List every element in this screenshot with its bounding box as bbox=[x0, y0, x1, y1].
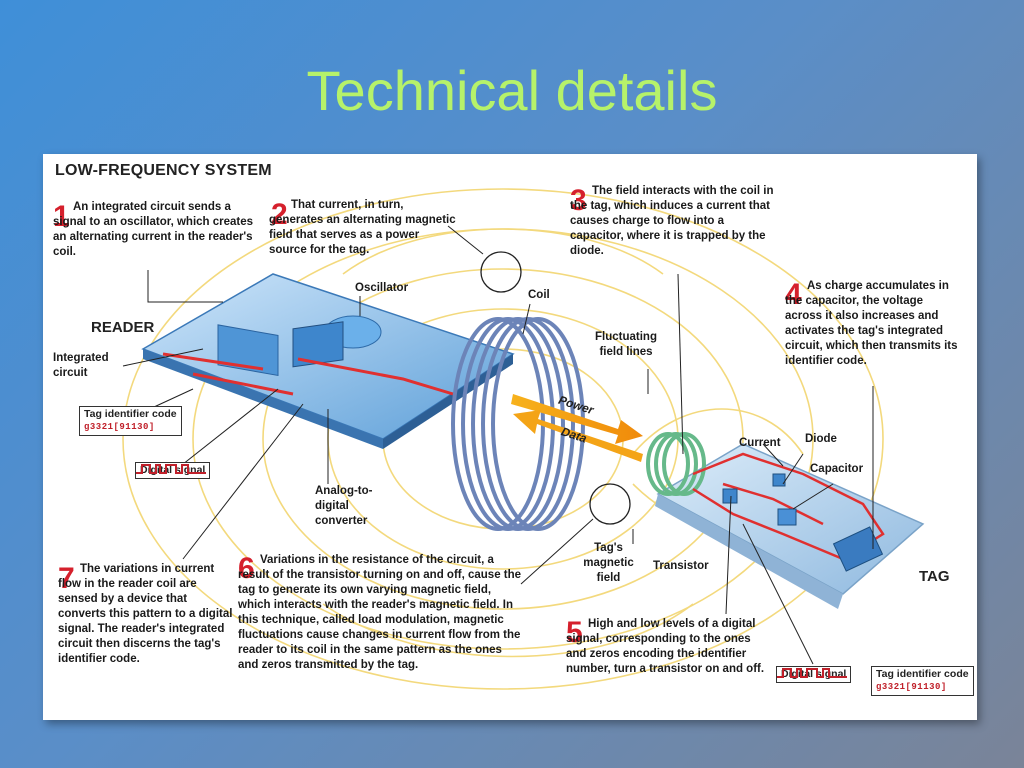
tag-digital-signal-wave bbox=[777, 668, 847, 678]
diagram-panel: LOW-FREQUENCY SYSTEM 1 An integrated cir… bbox=[43, 154, 977, 720]
oscillator-label: Oscillator bbox=[355, 282, 409, 294]
coil-label: Coil bbox=[528, 289, 550, 301]
analog-to-digital-label: Analog-to-digital converter bbox=[315, 485, 373, 527]
reader-board bbox=[141, 273, 515, 449]
diode-label: Diode bbox=[805, 433, 837, 445]
integrated-circuit-label: Integrated circuit bbox=[53, 352, 109, 379]
slide-title: Technical details bbox=[306, 59, 718, 122]
reader-digital-signal-box: Digital signal bbox=[135, 462, 211, 479]
step-2-number: 2 bbox=[271, 198, 288, 231]
step-7-text: The variations in current flow in the re… bbox=[58, 563, 233, 665]
step-1-number: 1 bbox=[53, 200, 70, 233]
power-data-arrows bbox=[511, 394, 643, 462]
fluctuating-field-lines-label: Fluctuating field lines bbox=[595, 331, 657, 358]
reader-tag-identifier-title: Tag identifier code bbox=[84, 408, 177, 420]
diagram-artwork bbox=[122, 188, 925, 690]
step-2-text: That current, in turn, generates an alte… bbox=[269, 199, 456, 256]
capacitor-label: Capacitor bbox=[810, 463, 864, 475]
step-3-text: The field interacts with the coil in the… bbox=[570, 185, 774, 257]
step-5-text: High and low levels of a digital signal,… bbox=[566, 618, 765, 675]
current-label: Current bbox=[739, 437, 781, 449]
tag-digital-signal-box: Digital signal bbox=[776, 666, 852, 683]
step-3-number: 3 bbox=[570, 184, 587, 217]
tag-identifier-code: g3321[91130] bbox=[876, 682, 947, 692]
system-title: LOW-FREQUENCY SYSTEM bbox=[55, 162, 272, 179]
step-7-number: 7 bbox=[58, 562, 75, 595]
transistor-label: Transistor bbox=[653, 560, 709, 572]
reader-label: READER bbox=[91, 319, 155, 336]
step-4-text: As charge accumulates in the capacitor, … bbox=[785, 280, 958, 367]
step-4-number: 4 bbox=[785, 278, 802, 311]
step-6-text: Variations in the resistance of the circ… bbox=[238, 554, 522, 671]
tag-body bbox=[646, 432, 925, 609]
step-6-number: 6 bbox=[238, 552, 255, 585]
reader-digital-signal-wave bbox=[136, 464, 206, 474]
step-5-number: 5 bbox=[566, 616, 583, 649]
reader-tag-identifier-box: Tag identifier code g3321[91130] bbox=[79, 406, 182, 436]
tag-label: TAG bbox=[919, 568, 950, 585]
tags-magnetic-field-label: Tag's magnetic field bbox=[583, 542, 634, 584]
tag-identifier-box: Tag identifier code g3321[91130] bbox=[871, 666, 974, 696]
reader-tag-identifier-code: g3321[91130] bbox=[84, 422, 155, 432]
step-1-text: An integrated circuit sends a signal to … bbox=[53, 201, 254, 258]
tag-identifier-title: Tag identifier code bbox=[876, 668, 969, 680]
